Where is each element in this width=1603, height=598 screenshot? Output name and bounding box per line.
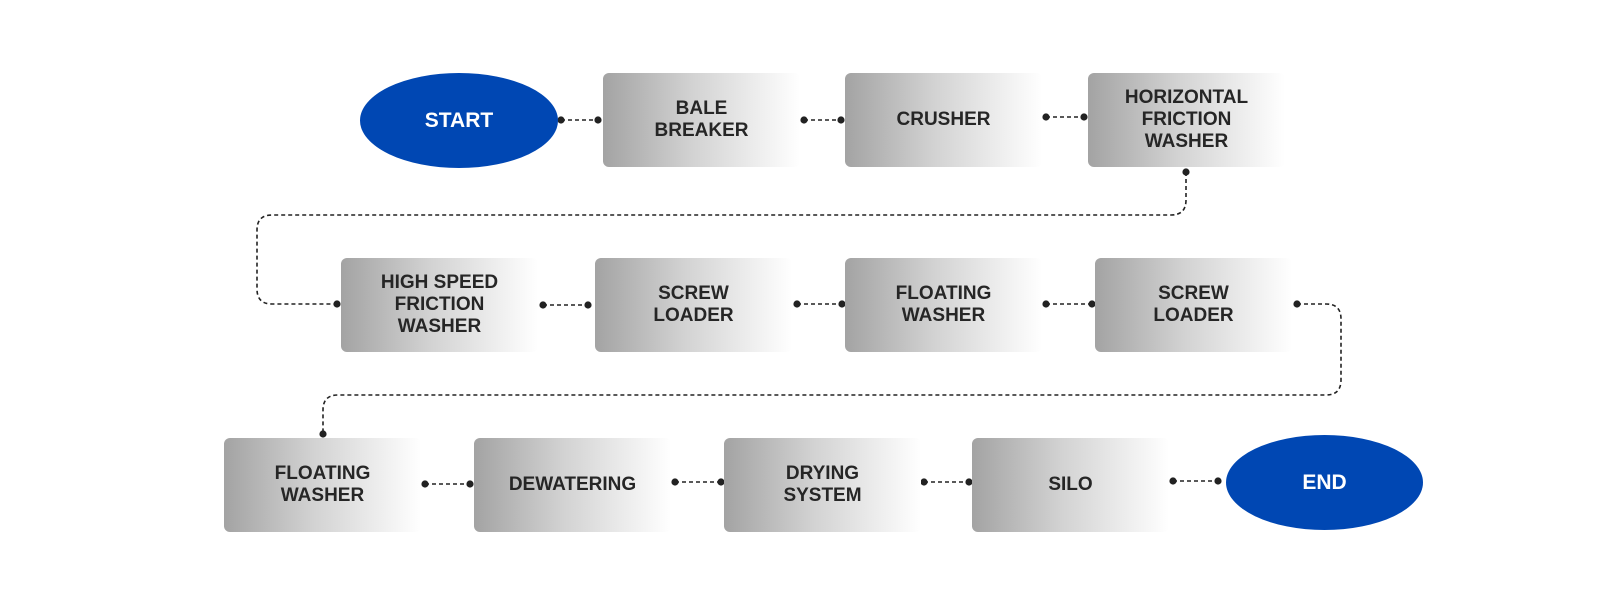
connector-floating-washer-to-dewatering	[421, 480, 474, 488]
step-crusher: CRUSHER	[845, 73, 1042, 167]
step-high-speed-friction-washer: HIGH SPEED FRICTION WASHER	[341, 258, 538, 352]
step-screw-loader-1: SCREW LOADER	[595, 258, 792, 352]
connector-floating-washer-to-screw-loader	[1042, 300, 1096, 308]
step-label: CRUSHER	[896, 109, 991, 130]
step-label: DRYING SYSTEM	[783, 463, 862, 506]
connector-high-speed-to-screw-loader	[539, 301, 592, 309]
end-label: END	[1302, 470, 1347, 494]
step-silo: SILO	[972, 438, 1169, 532]
connector-bale-breaker-to-crusher	[800, 116, 845, 124]
end-node: END	[1226, 435, 1423, 530]
step-dewatering: DEWATERING	[474, 438, 671, 532]
start-node: START	[360, 73, 558, 168]
step-label: FLOATING WASHER	[895, 283, 992, 326]
start-label: START	[424, 108, 494, 132]
connector-drying-system-to-silo	[920, 478, 973, 486]
connector-silo-to-end	[1169, 477, 1222, 485]
step-label: FLOATING WASHER	[274, 463, 371, 506]
step-label: SILO	[1048, 474, 1093, 495]
connector-row1-to-row2	[256, 168, 1190, 308]
step-bale-breaker: BALE BREAKER	[603, 73, 800, 167]
connector-row2-to-row3	[319, 300, 1342, 438]
step-label: BALE BREAKER	[654, 98, 749, 141]
step-label: HORIZONTAL FRICTION WASHER	[1124, 87, 1249, 152]
step-screw-loader-2: SCREW LOADER	[1095, 258, 1292, 352]
connector-crusher-to-horizontal-washer	[1042, 113, 1088, 121]
step-label: SCREW LOADER	[1153, 283, 1234, 326]
step-floating-washer-1: FLOATING WASHER	[845, 258, 1042, 352]
connector-start-to-bale-breaker	[557, 116, 602, 124]
step-drying-system: DRYING SYSTEM	[724, 438, 921, 532]
connector-dewatering-to-drying-system	[671, 478, 725, 486]
step-label: DEWATERING	[508, 474, 637, 495]
step-horizontal-friction-washer: HORIZONTAL FRICTION WASHER	[1088, 73, 1285, 167]
connector-screw-loader-to-floating-washer	[793, 300, 846, 308]
step-label: SCREW LOADER	[653, 283, 734, 326]
step-label: HIGH SPEED FRICTION WASHER	[380, 272, 499, 337]
step-floating-washer-2: FLOATING WASHER	[224, 438, 421, 532]
